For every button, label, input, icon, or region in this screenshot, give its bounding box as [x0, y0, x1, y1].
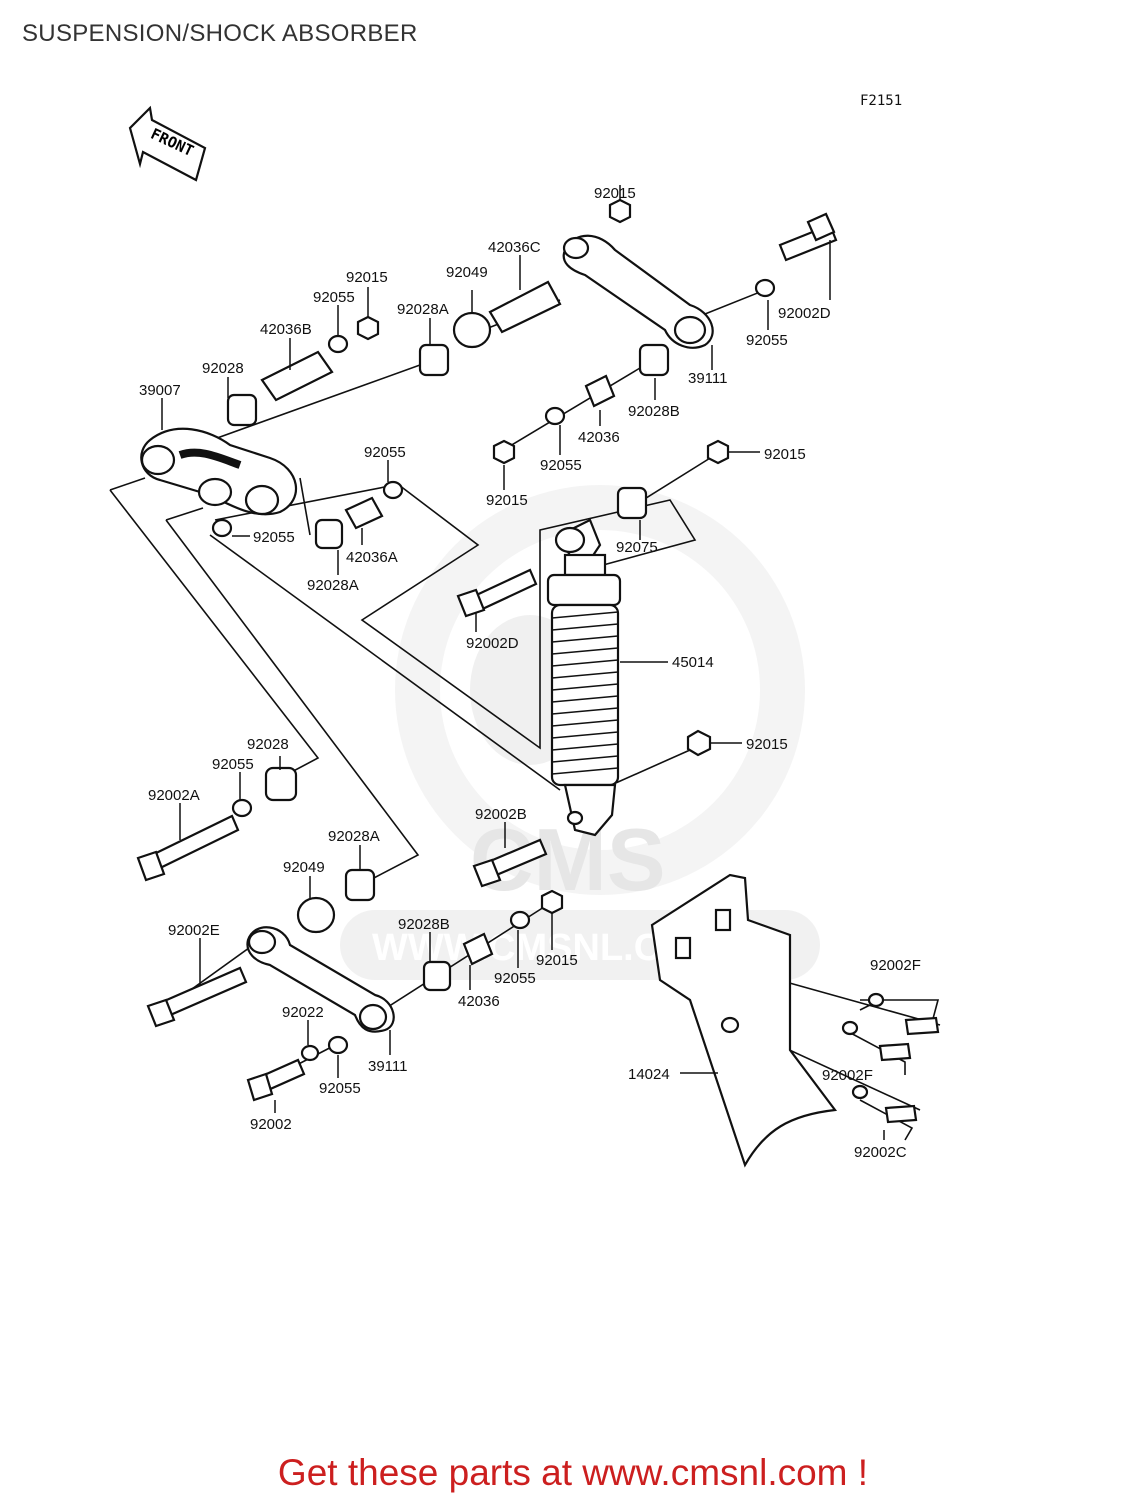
part-label: 39007 [139, 382, 181, 399]
part-label: 14024 [628, 1066, 670, 1083]
part-label: 45014 [672, 654, 714, 671]
part-label: 92055 [540, 457, 582, 474]
part-label: 92015 [764, 446, 806, 463]
tie-rod-39111-upper [562, 234, 714, 349]
grouping-lines [109, 477, 940, 1141]
part-label: 92055 [212, 756, 254, 773]
part-label: 42036A [346, 549, 398, 566]
figure-code: F2151 [860, 93, 902, 109]
part-label: 92015 [536, 952, 578, 969]
shock-spring [551, 611, 619, 775]
part-label: 92055 [253, 529, 295, 546]
part-label: 92002D [778, 305, 831, 322]
part-labels: 92015 42036C 92049 92015 92055 92028A 42… [139, 185, 921, 1161]
part-label: 92002E [168, 922, 220, 939]
part-label: 42036C [488, 239, 541, 256]
part-label: 92028A [328, 828, 380, 845]
part-label: 92028A [307, 577, 359, 594]
part-label: 92015 [486, 492, 528, 509]
shock-absorber-45014 [546, 518, 622, 837]
part-label: 42036 [458, 993, 500, 1010]
part-label: 92028A [397, 301, 449, 318]
part-label: 92002A [148, 787, 200, 804]
part-label: 92028 [202, 360, 244, 377]
part-label: 92002D [466, 635, 519, 652]
mudguard-14024 [650, 873, 838, 1168]
front-arrow: FRONT [128, 105, 207, 182]
part-label: 92015 [346, 269, 388, 286]
part-label: 92002F [870, 957, 921, 974]
part-label: 92055 [746, 332, 788, 349]
part-label: 92055 [313, 289, 355, 306]
part-label: 92028B [628, 403, 680, 420]
leader-lines [161, 185, 885, 1140]
hardware-parts [136, 198, 940, 1124]
tie-rod-39111-lower [246, 926, 395, 1033]
part-label: 92015 [594, 185, 636, 202]
part-label: 92022 [282, 1004, 324, 1021]
part-label: 92015 [746, 736, 788, 753]
part-label: 92002B [475, 806, 527, 823]
part-label: 92002F [822, 1067, 873, 1084]
footer-cta-link[interactable]: Get these parts at www.cmsnl.com ! [277, 1452, 869, 1493]
rocker-arm-39007 [140, 427, 298, 516]
part-label: 92049 [283, 859, 325, 876]
part-label: 92075 [616, 539, 658, 556]
part-label: 39111 [688, 370, 728, 387]
part-label: 42036B [260, 321, 312, 338]
part-label: 92002C [854, 1144, 907, 1161]
part-label: 92055 [494, 970, 536, 987]
part-label: 92002 [250, 1116, 292, 1133]
part-label: 92028 [247, 736, 289, 753]
part-label: 92055 [364, 444, 406, 461]
part-label: 92028B [398, 916, 450, 933]
part-label: 92055 [319, 1080, 361, 1097]
part-label: 39111 [368, 1058, 408, 1075]
page-title: SUSPENSION/SHOCK ABSORBER [22, 20, 418, 47]
part-label: 42036 [578, 429, 620, 446]
part-label: 92049 [446, 264, 488, 281]
